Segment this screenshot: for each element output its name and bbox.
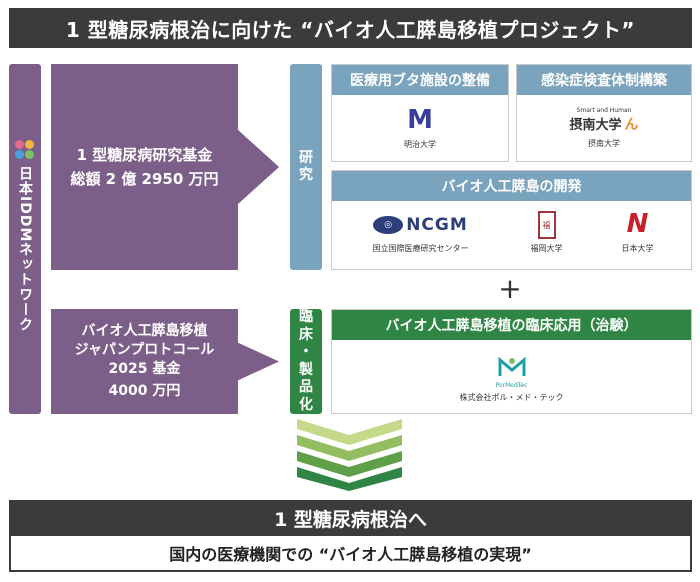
category-clinical-char: ・ (299, 344, 313, 360)
goal-main-text: 1 型糖尿病根治へ (274, 508, 427, 531)
fukuoka-university-label: 福岡大学 (530, 244, 563, 253)
page-title-text: 1 型糖尿病根治に向けた “バイオ人工膵島移植プロジェクト” (65, 17, 636, 42)
category-research-char: 研 (299, 149, 313, 166)
goal-sub-text: 国内の医療機関での “バイオ人工膵島移植の実現” (169, 545, 532, 564)
category-research: 研 究 (290, 64, 322, 270)
nihon-university-label: 日本大学 (621, 244, 654, 253)
category-clinical-char: 製 (299, 361, 313, 378)
meiji-university-label: 明治大学 (404, 140, 436, 149)
box-pig-facility-title: 医療用ブタ施設の整備 (332, 65, 508, 95)
fund-clinical: バイオ人工膵島移植 ジャパンプロトコール 2025 基金 4000 万円 (51, 309, 279, 414)
box-bio-islet-development: バイオ人工膵島の開発 ◎ NCGM 国立国際医療研究センター 福 福岡大学 N … (331, 170, 692, 270)
ncgm-label: 国立国際医療研究センター (372, 244, 469, 253)
fund-research-name: 1 型糖尿病研究基金 (76, 145, 213, 164)
page-title: 1 型糖尿病根治に向けた “バイオ人工膵島移植プロジェクト” (9, 8, 692, 48)
nihon-block: N 日本大学 (598, 211, 678, 254)
category-clinical-char: 臨 (299, 309, 313, 325)
category-clinical-char: 品 (299, 379, 313, 395)
setsunan-university-label: 摂南大学 (588, 139, 620, 148)
setsunan-tagline: Smart and Human (576, 107, 632, 114)
box-clinical-application: バイオ人工膵島移植の臨床応用（治験） PorMedTec 株式会社ポル・メド・テ… (331, 309, 692, 414)
fund-research: 1 型糖尿病研究基金 総額 2 億 2950 万円 (51, 64, 279, 270)
ncgm-block: ◎ NCGM 国立国際医療研究センター (346, 211, 496, 254)
pormedtec-logo-icon (498, 356, 525, 376)
setsunan-mark-icon: ん (624, 117, 639, 133)
plus-sign: + (498, 272, 522, 305)
box-clinical-application-title: バイオ人工膵島移植の臨床応用（治験） (332, 310, 691, 340)
box-infection-testing-title: 感染症検査体制構築 (517, 65, 691, 95)
fund-research-amount: 総額 2 億 2950 万円 (70, 170, 219, 188)
fund-clinical-name-line3: 2025 基金 (108, 361, 181, 377)
goal-subtitle: 国内の医療機関での “バイオ人工膵島移植の実現” (9, 536, 692, 572)
meiji-logo-icon: M (407, 105, 433, 135)
setsunan-logo-text: 摂南大学 (569, 118, 622, 133)
category-research-char: 究 (299, 167, 313, 183)
box-infection-testing: 感染症検査体制構築 Smart and Human 摂南大学ん 摂南大学 (516, 64, 692, 162)
downward-chevrons-icon (297, 419, 402, 491)
category-clinical-char: 化 (299, 396, 313, 413)
fund-clinical-name-line2: ジャパンプロトコール (74, 342, 215, 359)
fund-clinical-name-line1: バイオ人工膵島移植 (81, 323, 208, 340)
ncgm-logo-text: NCGM (406, 215, 468, 235)
category-clinical-char: 床 (299, 326, 313, 343)
category-clinical: 臨 床 ・ 製 品 化 (290, 309, 322, 414)
pormedtec-logo-text: PorMedTec (495, 382, 528, 389)
ncgm-emblem-icon: ◎ (373, 216, 404, 234)
network-label: 日本IDDMネットワーク (17, 166, 33, 333)
box-bio-islet-development-title: バイオ人工膵島の開発 (332, 171, 691, 201)
fund-clinical-amount: 4000 万円 (108, 382, 181, 399)
fukuoka-block: 福 福岡大学 (507, 211, 587, 254)
goal-banner: 1 型糖尿病根治へ (9, 500, 692, 536)
box-pig-facility: 医療用ブタ施設の整備 M 明治大学 (331, 64, 509, 162)
nihon-logo-icon: N (626, 209, 649, 239)
pormedtec-company-label: 株式会社ポル・メド・テック (459, 393, 564, 402)
network-column: 日本IDDMネットワーク (9, 64, 41, 414)
four-petal-logo-icon (15, 140, 35, 160)
fukuoka-seal-icon: 福 (537, 211, 556, 239)
